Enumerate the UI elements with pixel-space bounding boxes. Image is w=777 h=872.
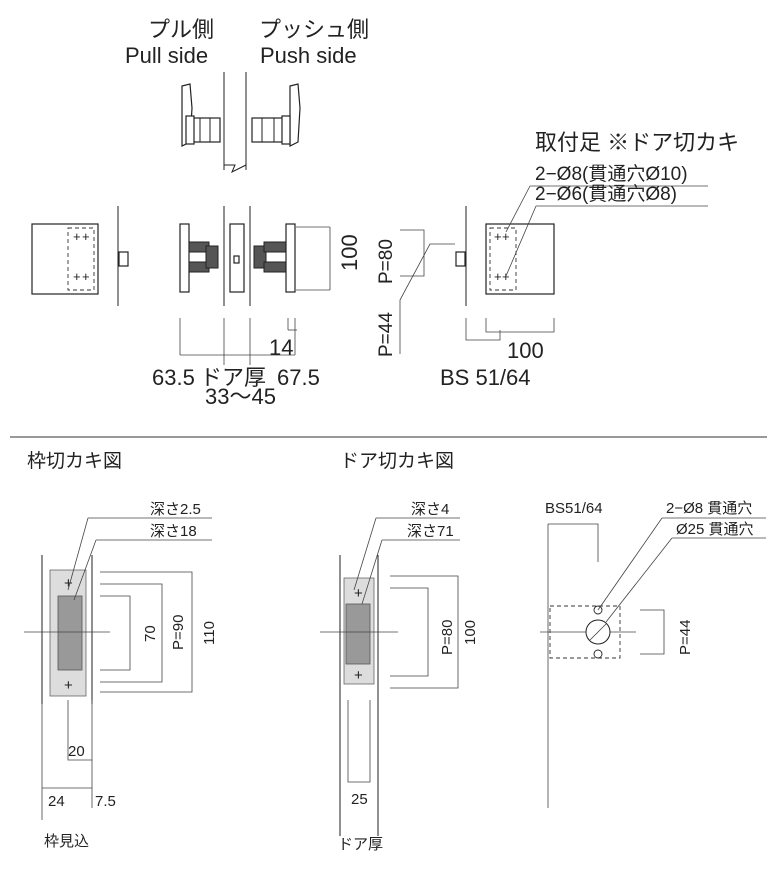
holes-small: 2−Ø8 貫通穴 xyxy=(666,500,752,517)
svg-text:+: + xyxy=(502,229,510,244)
holes-large: Ø25 貫通穴 xyxy=(676,521,754,538)
door-cut-title: ドア切カキ図 xyxy=(340,451,454,472)
door-depth-1: 深さ4 xyxy=(411,501,449,518)
pull-side-elevation: + + + + xyxy=(31,206,129,306)
dim-door-range: 33～45 xyxy=(205,384,276,409)
push-side-jp-label: プッシュ側 xyxy=(259,17,369,42)
svg-text:+: + xyxy=(354,667,363,684)
frame-dim-7-5: 7.5 xyxy=(95,793,116,810)
frame-dim-20: 20 xyxy=(68,743,85,760)
svg-text:+: + xyxy=(494,229,502,244)
mounting-foot-hole-2: 2−Ø6(貫通穴Ø8) xyxy=(535,183,677,205)
door-holes-diagram: BS51/64 2−Ø8 貫通穴 Ø25 貫通穴 P=44 xyxy=(540,500,766,808)
dim-door-label: ドア厚 xyxy=(200,365,266,390)
section-view: 100 14 63.5 ドア厚 67.5 33～45 xyxy=(152,206,362,409)
holes-p44: P=44 xyxy=(677,620,694,655)
frame-depth-label: 枠見込 xyxy=(44,833,89,850)
svg-text:+: + xyxy=(73,229,81,244)
frame-p90: P=90 xyxy=(170,615,187,650)
mounting-foot-hole-1: 2−Ø8(貫通穴Ø10) xyxy=(535,163,688,185)
frame-cut-title: 枠切カキ図 xyxy=(27,450,122,472)
p80-label: P=80 xyxy=(376,239,397,284)
top-elevation-view: プル側 Pull side プッシュ側 Push side + xyxy=(31,17,739,409)
svg-text:+: + xyxy=(82,269,90,284)
holes-backset: BS51/64 xyxy=(545,500,603,517)
pull-handle-top xyxy=(181,83,221,147)
svg-text:+: + xyxy=(64,677,73,694)
dim-67-5: 67.5 xyxy=(277,365,320,390)
pull-side-jp-label: プル側 xyxy=(148,17,214,42)
push-side-en-label: Push side xyxy=(260,43,357,68)
frame-depth-1: 深さ2.5 xyxy=(150,501,201,518)
svg-text:+: + xyxy=(64,575,73,592)
dim-63-5: 63.5 xyxy=(152,365,195,390)
door-depth-2: 深さ71 xyxy=(407,523,454,540)
push-handle-top xyxy=(251,83,301,147)
door-dim-25: 25 xyxy=(351,791,368,808)
door-thickness-label: ドア厚 xyxy=(338,836,383,853)
frame-cut-diagram: 枠切カキ図 + + 深さ2.5 深さ18 70 P=90 110 20 24 7… xyxy=(24,450,218,850)
frame-depth-2: 深さ18 xyxy=(150,523,197,540)
frame-dim-24: 24 xyxy=(48,793,65,810)
door-p80: P=80 xyxy=(439,620,456,655)
frame-dim-110: 110 xyxy=(201,621,218,645)
p44-label: P=44 xyxy=(376,312,397,357)
dim-14: 14 xyxy=(269,335,293,360)
svg-text:+: + xyxy=(73,269,81,284)
frame-dim-70: 70 xyxy=(142,625,159,642)
svg-text:+: + xyxy=(502,269,510,284)
pull-side-en-label: Pull side xyxy=(125,43,208,68)
backset-label: BS 51/64 xyxy=(440,365,531,390)
door-dim-100: 100 xyxy=(462,620,479,645)
svg-text:+: + xyxy=(354,585,363,602)
push-side-elevation: P=80 P=44 + + + + 取付足 ※ドア切カキ 2−Ø8(貫通穴Ø10… xyxy=(376,130,739,390)
door-cut-diagram: ドア切カキ図 + + 深さ4 深さ71 P=80 100 25 ドア厚 xyxy=(320,451,479,853)
svg-text:+: + xyxy=(494,269,502,284)
mounting-foot-title: 取付足 ※ドア切カキ xyxy=(535,130,739,155)
svg-text:+: + xyxy=(82,229,90,244)
dim-100-bottom: 100 xyxy=(507,338,544,363)
dim-100-side: 100 xyxy=(337,234,362,271)
